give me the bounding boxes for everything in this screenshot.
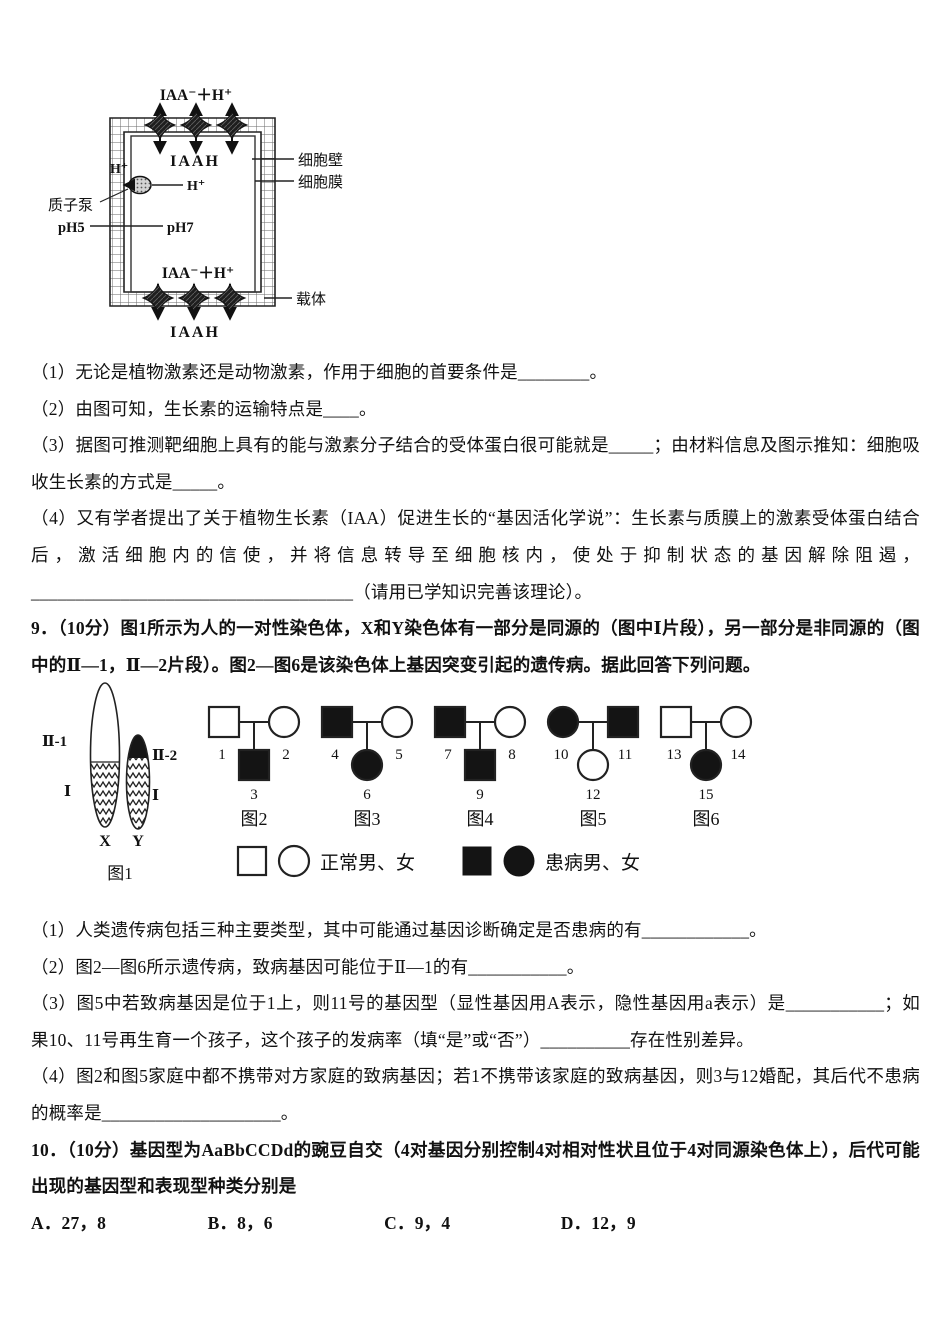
proton-pump-label: 质子泵 bbox=[48, 197, 93, 214]
question-8-part-3: （3）据图可推测靶细胞上具有的能与激素分子结合的受体蛋白很可能就是_____；由… bbox=[31, 435, 920, 492]
segment-i-x-label: Ⅰ bbox=[64, 784, 71, 800]
pedigree-text: 4 bbox=[331, 747, 339, 763]
affected-female-legend-icon bbox=[503, 845, 535, 877]
h-plus-wall-label: H⁺ bbox=[110, 162, 128, 177]
question-9-part-2: （2）图2—图6所示遗传病，致病基因可能位于Ⅱ—1的有___________。 bbox=[31, 956, 585, 977]
affected-female-shape bbox=[689, 748, 723, 782]
pedigree-legend: 正常男、女 患病男、女 bbox=[236, 844, 640, 878]
pedigree-text: 14 bbox=[731, 747, 747, 763]
affected-male-legend-icon bbox=[462, 846, 492, 876]
pedigree-text: 11 bbox=[618, 747, 632, 763]
normal-female-shape bbox=[576, 748, 610, 782]
pedigree-text: 6 bbox=[363, 787, 371, 803]
question-10-options: A．27，8 B．8，6 C．9，4 D．12，9 bbox=[31, 1205, 920, 1242]
question-8-part-1: （1）无论是植物激素还是动物激素，作用于细胞的首要条件是________。 bbox=[31, 362, 608, 382]
pedigree-text: 图2 bbox=[241, 809, 268, 829]
pedigree-图2: 1 2 3 图2 bbox=[207, 705, 301, 829]
question-9-parts-and-10-text: （1）人类遗传病包括三种主要类型，其中可能通过基因诊断确定是否患病的有_____… bbox=[31, 912, 920, 1241]
normal-male-shape bbox=[207, 705, 241, 739]
affected-male-shape bbox=[320, 705, 354, 739]
x-chromosome-label: X bbox=[99, 833, 111, 850]
normal-female-shape bbox=[493, 705, 527, 739]
option-a: A．27，8 bbox=[31, 1212, 107, 1233]
pedigree-text: 图5 bbox=[580, 809, 607, 829]
x-chromosome bbox=[89, 682, 121, 828]
bottom-outside-label: IAAH bbox=[170, 324, 220, 341]
pedigree-text: 12 bbox=[586, 787, 601, 803]
option-b: B．8，6 bbox=[207, 1212, 273, 1233]
affected-female-shape bbox=[350, 748, 384, 782]
option-d: D．12，9 bbox=[560, 1212, 636, 1233]
pedigree-text: 7 bbox=[444, 747, 452, 763]
pedigree-text: 10 bbox=[554, 747, 569, 763]
pedigree-图4: 7 8 9 图4 bbox=[433, 705, 527, 829]
question-9-part-1: （1）人类遗传病包括三种主要类型，其中可能通过基因诊断确定是否患病的有_____… bbox=[31, 920, 767, 940]
normal-female-shape bbox=[719, 705, 753, 739]
normal-male-legend-icon bbox=[236, 845, 268, 877]
option-c: C．9，4 bbox=[384, 1212, 451, 1233]
ph-outside-label: pH5 bbox=[58, 220, 85, 236]
carrier-label: 载体 bbox=[296, 291, 326, 308]
figure-1-caption: 图1 bbox=[107, 864, 133, 883]
affected-male-shape bbox=[463, 748, 497, 782]
question-8-part-2: （2）由图可知，生长素的运输特点是____。 bbox=[31, 398, 377, 419]
pedigree-图6: 13 14 15 图6 bbox=[659, 705, 753, 829]
pedigree-text: 1 bbox=[218, 747, 226, 763]
h-plus-inner-label: H⁺ bbox=[187, 179, 205, 194]
cell-membrane-label: 细胞膜 bbox=[298, 174, 343, 191]
top-outside-label: IAA⁻＋H⁺ bbox=[160, 87, 232, 104]
question-9-part-4: （4）图2和图5家庭中都不携带对方家庭的致病基因；若1不携带该家庭的致病基因，则… bbox=[31, 1066, 920, 1123]
top-carriers bbox=[144, 102, 248, 155]
normal-male-shape bbox=[659, 705, 693, 739]
bottom-inside-label: IAA⁻＋H⁺ bbox=[162, 265, 234, 282]
pedigree-text: 2 bbox=[282, 747, 290, 763]
y-chromosome bbox=[125, 734, 151, 830]
figure-1-chromosomes: Ⅱ-1 Ⅰ Ⅱ-2 Ⅰ X Y 图1 bbox=[42, 682, 177, 883]
bottom-carriers bbox=[142, 283, 246, 321]
cell-diagram: IAA⁻＋H⁺ IAAH H⁺ H⁺ 质子泵 pH5 pH7 IAA⁻＋H⁺ I… bbox=[48, 87, 343, 341]
pedigree-text: 图4 bbox=[467, 809, 494, 829]
pedigree-text: 图6 bbox=[693, 809, 720, 829]
pedigree-text: 图3 bbox=[354, 809, 381, 829]
question-10-stem: 10．（10分）基因型为AaBbCCDd的豌豆自交（4对基因分别控制4对相对性状… bbox=[31, 1139, 920, 1197]
normal-female-shape bbox=[380, 705, 414, 739]
top-inside-label: IAAH bbox=[170, 153, 220, 170]
question-8-and-9-text: （1）无论是植物激素还是动物激素，作用于细胞的首要条件是________。 （2… bbox=[31, 354, 920, 683]
segment-i-y-label: Ⅰ bbox=[152, 788, 159, 804]
affected-male-shape bbox=[433, 705, 467, 739]
cell-wall-label: 细胞壁 bbox=[298, 152, 343, 169]
pedigree-图3: 4 5 6 图3 bbox=[320, 705, 414, 829]
cell-wall-ring bbox=[109, 117, 276, 307]
segment-ii1-label: Ⅱ-1 bbox=[42, 734, 67, 750]
ph-inside-label: pH7 bbox=[167, 220, 194, 236]
question-9-stem: 9．（10分）图1所示为人的一对性染色体，X和Y染色体有一部分是同源的（图中Ⅰ片… bbox=[31, 618, 920, 675]
pedigree-text: 3 bbox=[250, 787, 258, 803]
pedigree-text: 8 bbox=[508, 747, 516, 763]
proton-pump-leader bbox=[99, 188, 129, 203]
pedigree-text: 9 bbox=[476, 787, 484, 803]
pedigree-text: 5 bbox=[395, 747, 403, 763]
pedigree-text: 15 bbox=[699, 787, 714, 803]
affected-male-shape bbox=[237, 748, 271, 782]
legend-normal-label: 正常男、女 bbox=[320, 852, 416, 874]
question-8-part-4: （4）又有学者提出了关于植物生长素（IAA）促进生长的“基因活化学说”：生长素与… bbox=[31, 508, 920, 602]
affected-female-shape bbox=[546, 705, 580, 739]
normal-female-legend-icon bbox=[277, 844, 311, 878]
y-chromosome-label: Y bbox=[132, 833, 144, 850]
normal-female-shape bbox=[267, 705, 301, 739]
pedigree-text: 13 bbox=[667, 747, 682, 763]
question-9-part-3: （3）图5中若致病基因是位于1上，则11号的基因型（显性基因用A表示，隐性基因用… bbox=[31, 993, 920, 1050]
pedigree-图5: 10 11 12 图5 bbox=[546, 705, 640, 829]
legend-affected-label: 患病男、女 bbox=[545, 852, 641, 874]
segment-ii2-label: Ⅱ-2 bbox=[152, 748, 177, 764]
affected-male-shape bbox=[606, 705, 640, 739]
